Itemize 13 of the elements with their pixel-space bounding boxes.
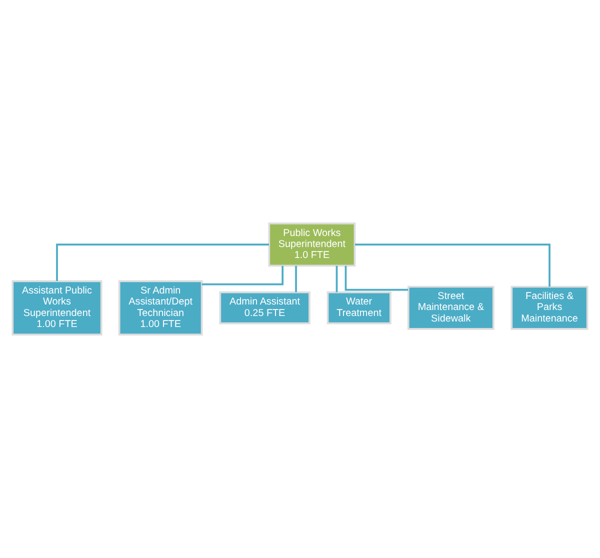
node-box: Facilities & Parks Maintenance <box>510 286 588 330</box>
node-box: Sr Admin Assistant/Dept Technician 1.00 FTE <box>118 280 203 336</box>
connector <box>295 266 297 292</box>
connector <box>344 266 408 291</box>
node-box: Assistant Public Works Superintendent 1.00 FTE <box>12 280 102 336</box>
node-box: Water Treatment <box>326 291 392 324</box>
connector <box>56 244 269 281</box>
connector <box>202 266 284 286</box>
connector <box>336 266 338 292</box>
node-box: Public Works Superintendent 1.0 FTE <box>268 222 356 267</box>
node-box: Street Maintenance & Sidewalk <box>407 286 494 330</box>
node-box: Admin Assistant 0.25 FTE <box>219 291 310 324</box>
connector <box>354 244 550 287</box>
